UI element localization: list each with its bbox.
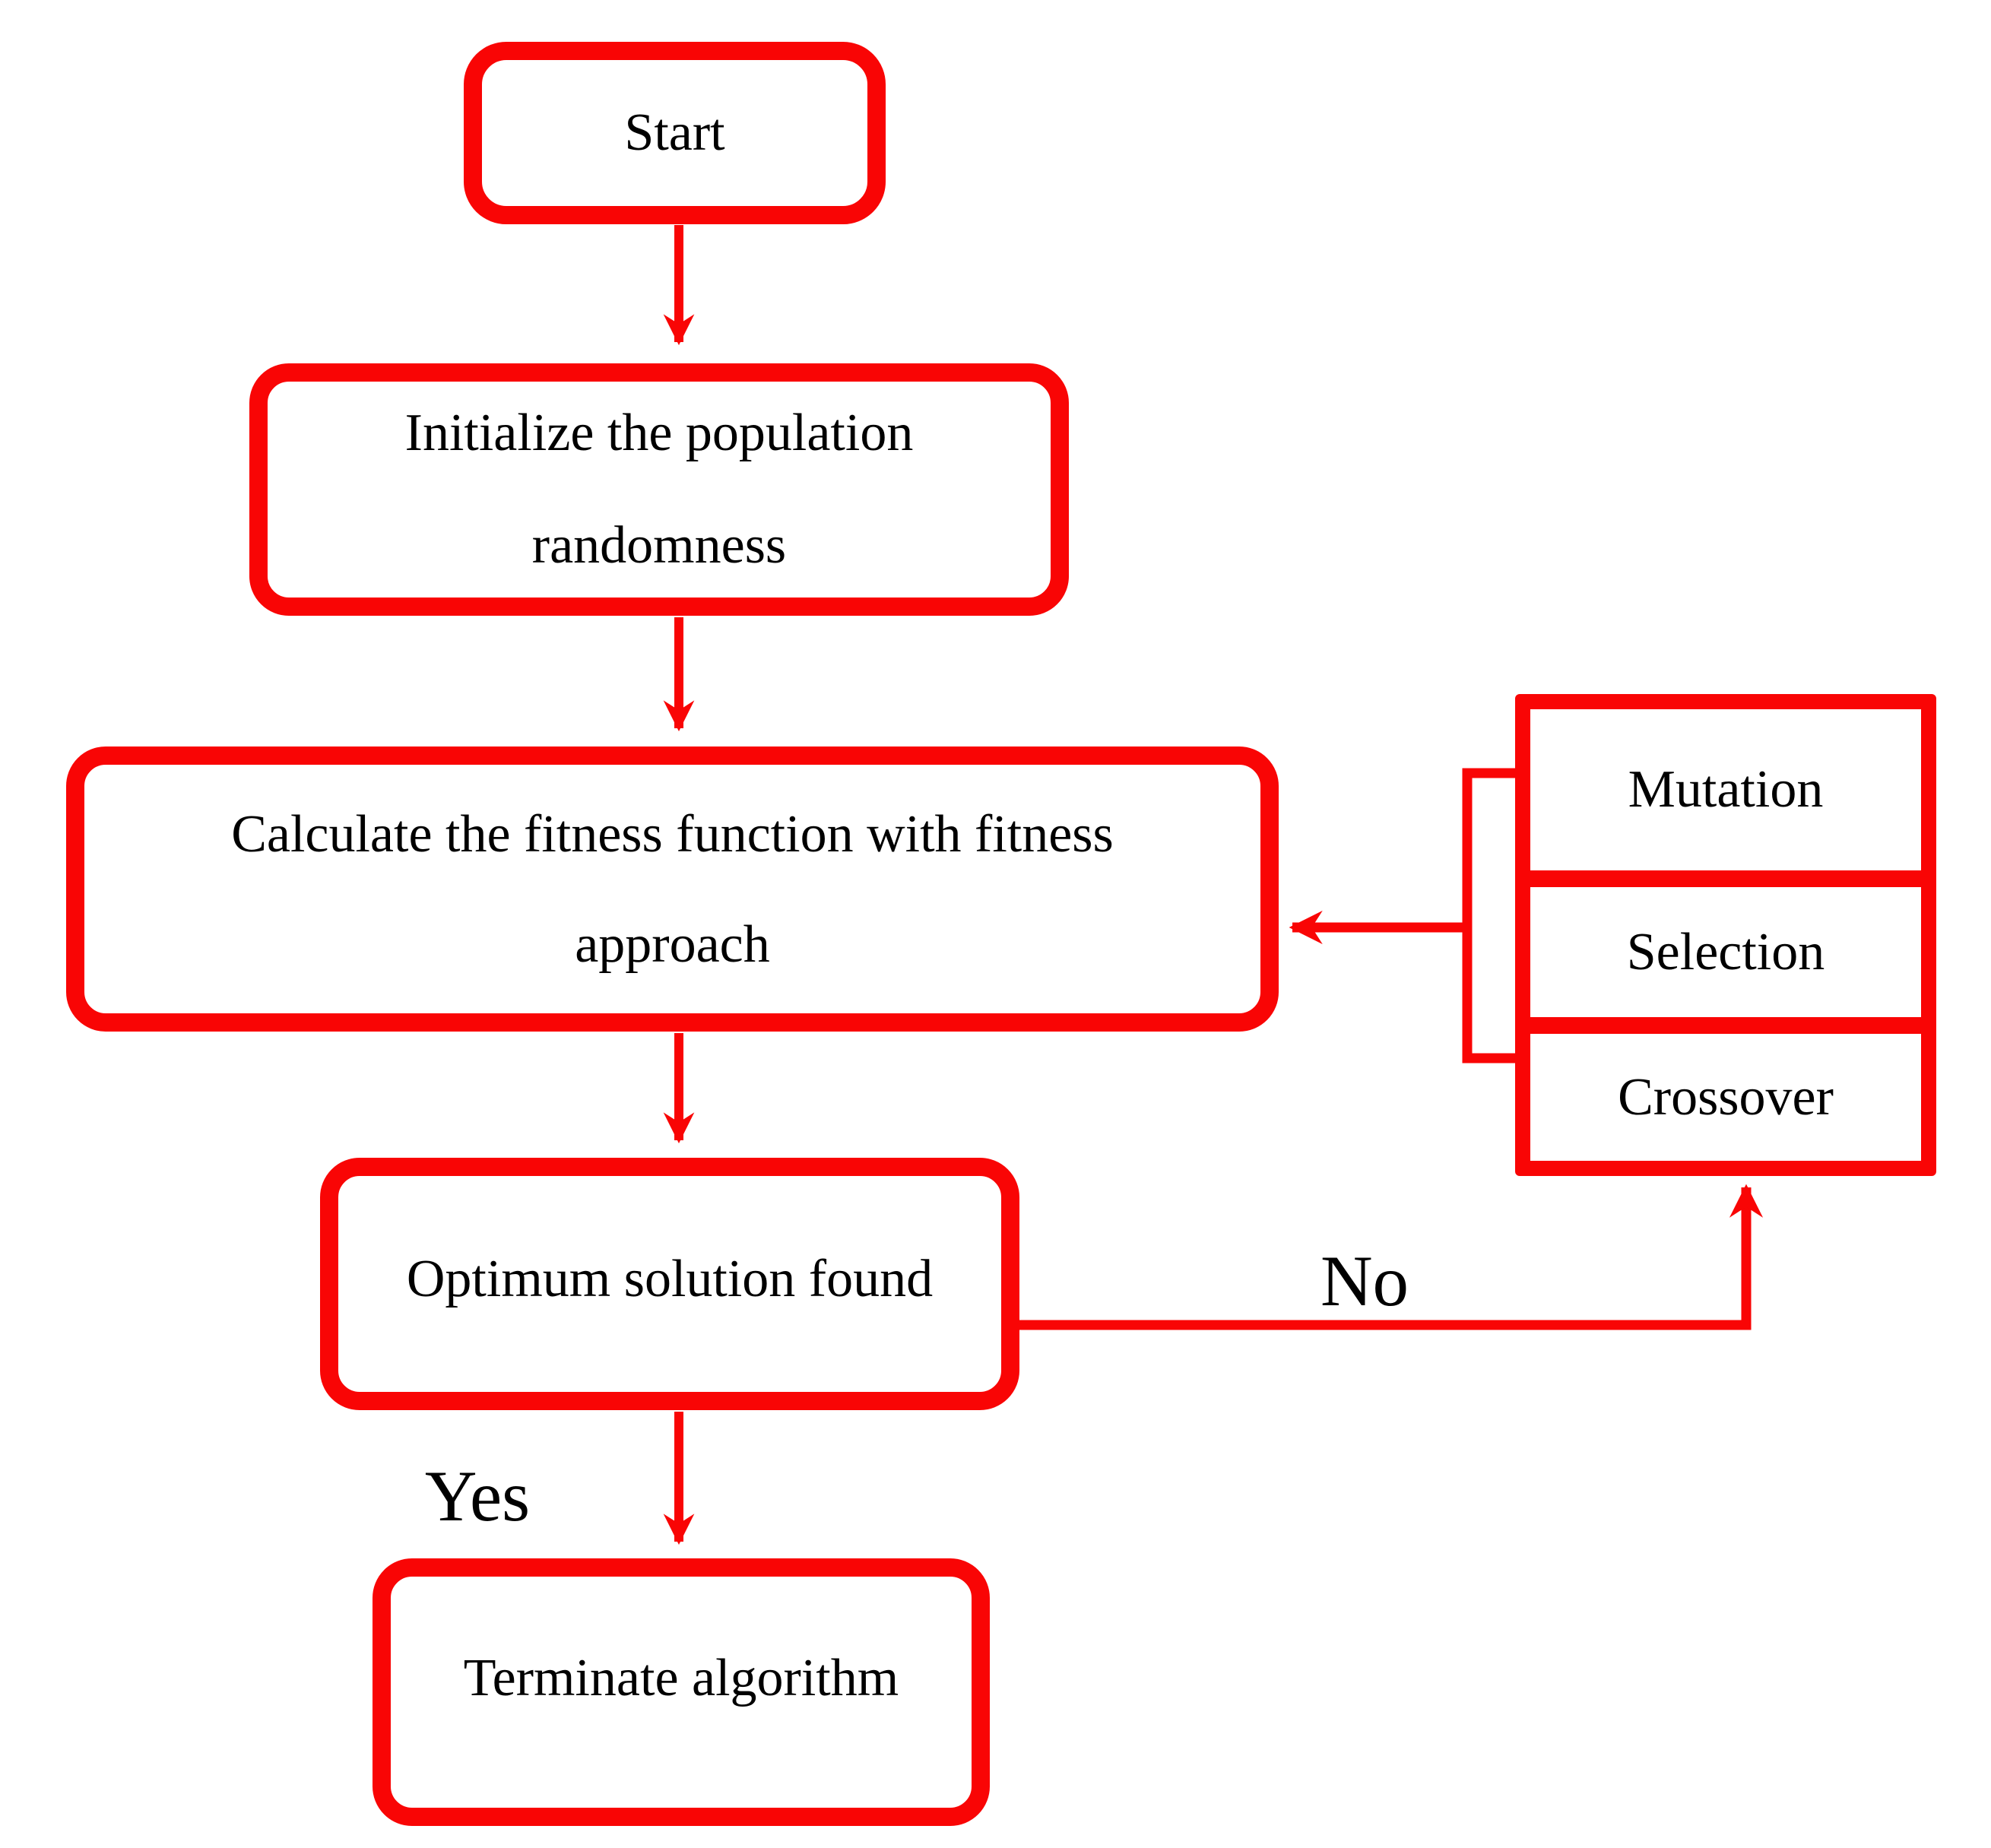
operator-stack: Mutation Selection Crossover: [1515, 694, 1936, 1176]
operator-bracket: [1462, 768, 1520, 1063]
terminate-label: Terminate algorithm: [463, 1649, 899, 1707]
edge-label-no: No: [1320, 1241, 1409, 1321]
crossover-label: Crossover: [1618, 1067, 1834, 1127]
optimum-label: Optimum solution found: [406, 1250, 934, 1308]
node-calculate-fitness: Calculate the fitness function with fitn…: [66, 746, 1279, 1032]
arrow-no-loop-to-crossover: [1019, 1184, 1764, 1330]
node-optimum-solution: Optimum solution found: [320, 1158, 1019, 1410]
initialize-label-line2: randomness: [531, 516, 787, 575]
operator-cell-crossover: Crossover: [1530, 1017, 1921, 1161]
node-initialize-population: Initialize the population randomness: [249, 363, 1069, 616]
node-start: Start: [464, 42, 886, 224]
start-label: Start: [624, 103, 725, 162]
operator-cell-selection: Selection: [1530, 870, 1921, 1017]
operator-cell-mutation: Mutation: [1530, 709, 1921, 870]
edge-label-yes: Yes: [424, 1456, 531, 1536]
initialize-label-line1: Initialize the population: [404, 404, 914, 462]
selection-label: Selection: [1626, 922, 1825, 981]
mutation-label: Mutation: [1628, 760, 1824, 819]
calculate-label-line1: Calculate the fitness function with fitn…: [231, 804, 1114, 864]
node-terminate-algorithm: Terminate algorithm: [373, 1558, 990, 1826]
calculate-label-line2: approach: [575, 914, 770, 974]
